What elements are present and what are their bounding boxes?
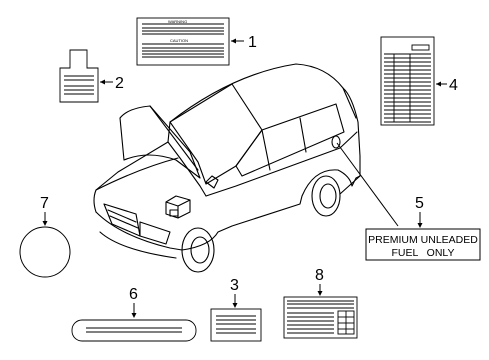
suv-front-wheel [181,227,215,273]
label-5-fuel-line-1: PREMIUM UNLEADED [368,234,478,246]
suv-illustration [93,63,361,273]
callout-3-arrowhead [232,303,238,308]
label-1-warning-caution [136,17,230,66]
suv-lower-body [95,169,361,251]
label-1-warning-text: WARNING [168,19,187,24]
suv-windshield [169,83,263,185]
label-5-fuel-box [365,228,481,261]
callout-1: 1 [248,34,257,51]
suv-mirror [205,175,219,189]
label-3-rect [210,308,262,342]
callout-1-arrowhead [231,38,236,44]
label-6-strip [71,319,197,342]
suv-window-pillar-b [261,129,271,171]
suv-bumper [99,231,177,259]
label-1-caution-text: CAUTION [170,38,188,43]
suv-body-side [93,141,207,213]
suv-grille-bar-1 [107,209,137,223]
suv-hood-edge [95,157,179,191]
callout-7-arrowhead [42,221,48,226]
suv-headlight [139,221,171,245]
callout-2: 2 [115,75,124,92]
callout-5-leader [336,142,399,227]
callout-8: 8 [315,267,324,284]
label-2-tag [59,49,99,103]
suv-rear-wheel-hub [319,183,337,209]
suv-rear [339,87,361,195]
suv-window-pillar-c [299,117,307,153]
callout-2-arrowhead [100,79,105,85]
callout-7: 7 [40,195,49,212]
callout-4-arrowhead [436,81,441,87]
suv-front-wheel-hub [190,236,210,264]
callout-8-arrowhead [317,291,323,296]
callout-4: 4 [449,77,458,94]
callout-6-arrowhead [131,313,137,318]
suv-open-hood [119,105,201,179]
suv-belt-line [205,131,358,197]
label-4-tire-chart [380,36,435,126]
suv-roof [167,63,357,143]
label-8-emission-chart [283,296,358,339]
suv-grille-bar-2 [109,215,139,229]
label-5-fuel-line-2: FUEL ONLY [391,247,454,259]
callout-5: 5 [415,195,424,212]
callout-5-arrowhead [417,223,423,228]
suv-rear-wheel [311,175,341,217]
callout-3: 3 [230,277,239,294]
suv-engine-cap [169,209,179,217]
suv-hood-prop [149,105,199,171]
suv-fuel-door [331,135,341,149]
label-7-circle [19,226,71,278]
callout-6: 6 [129,286,138,303]
